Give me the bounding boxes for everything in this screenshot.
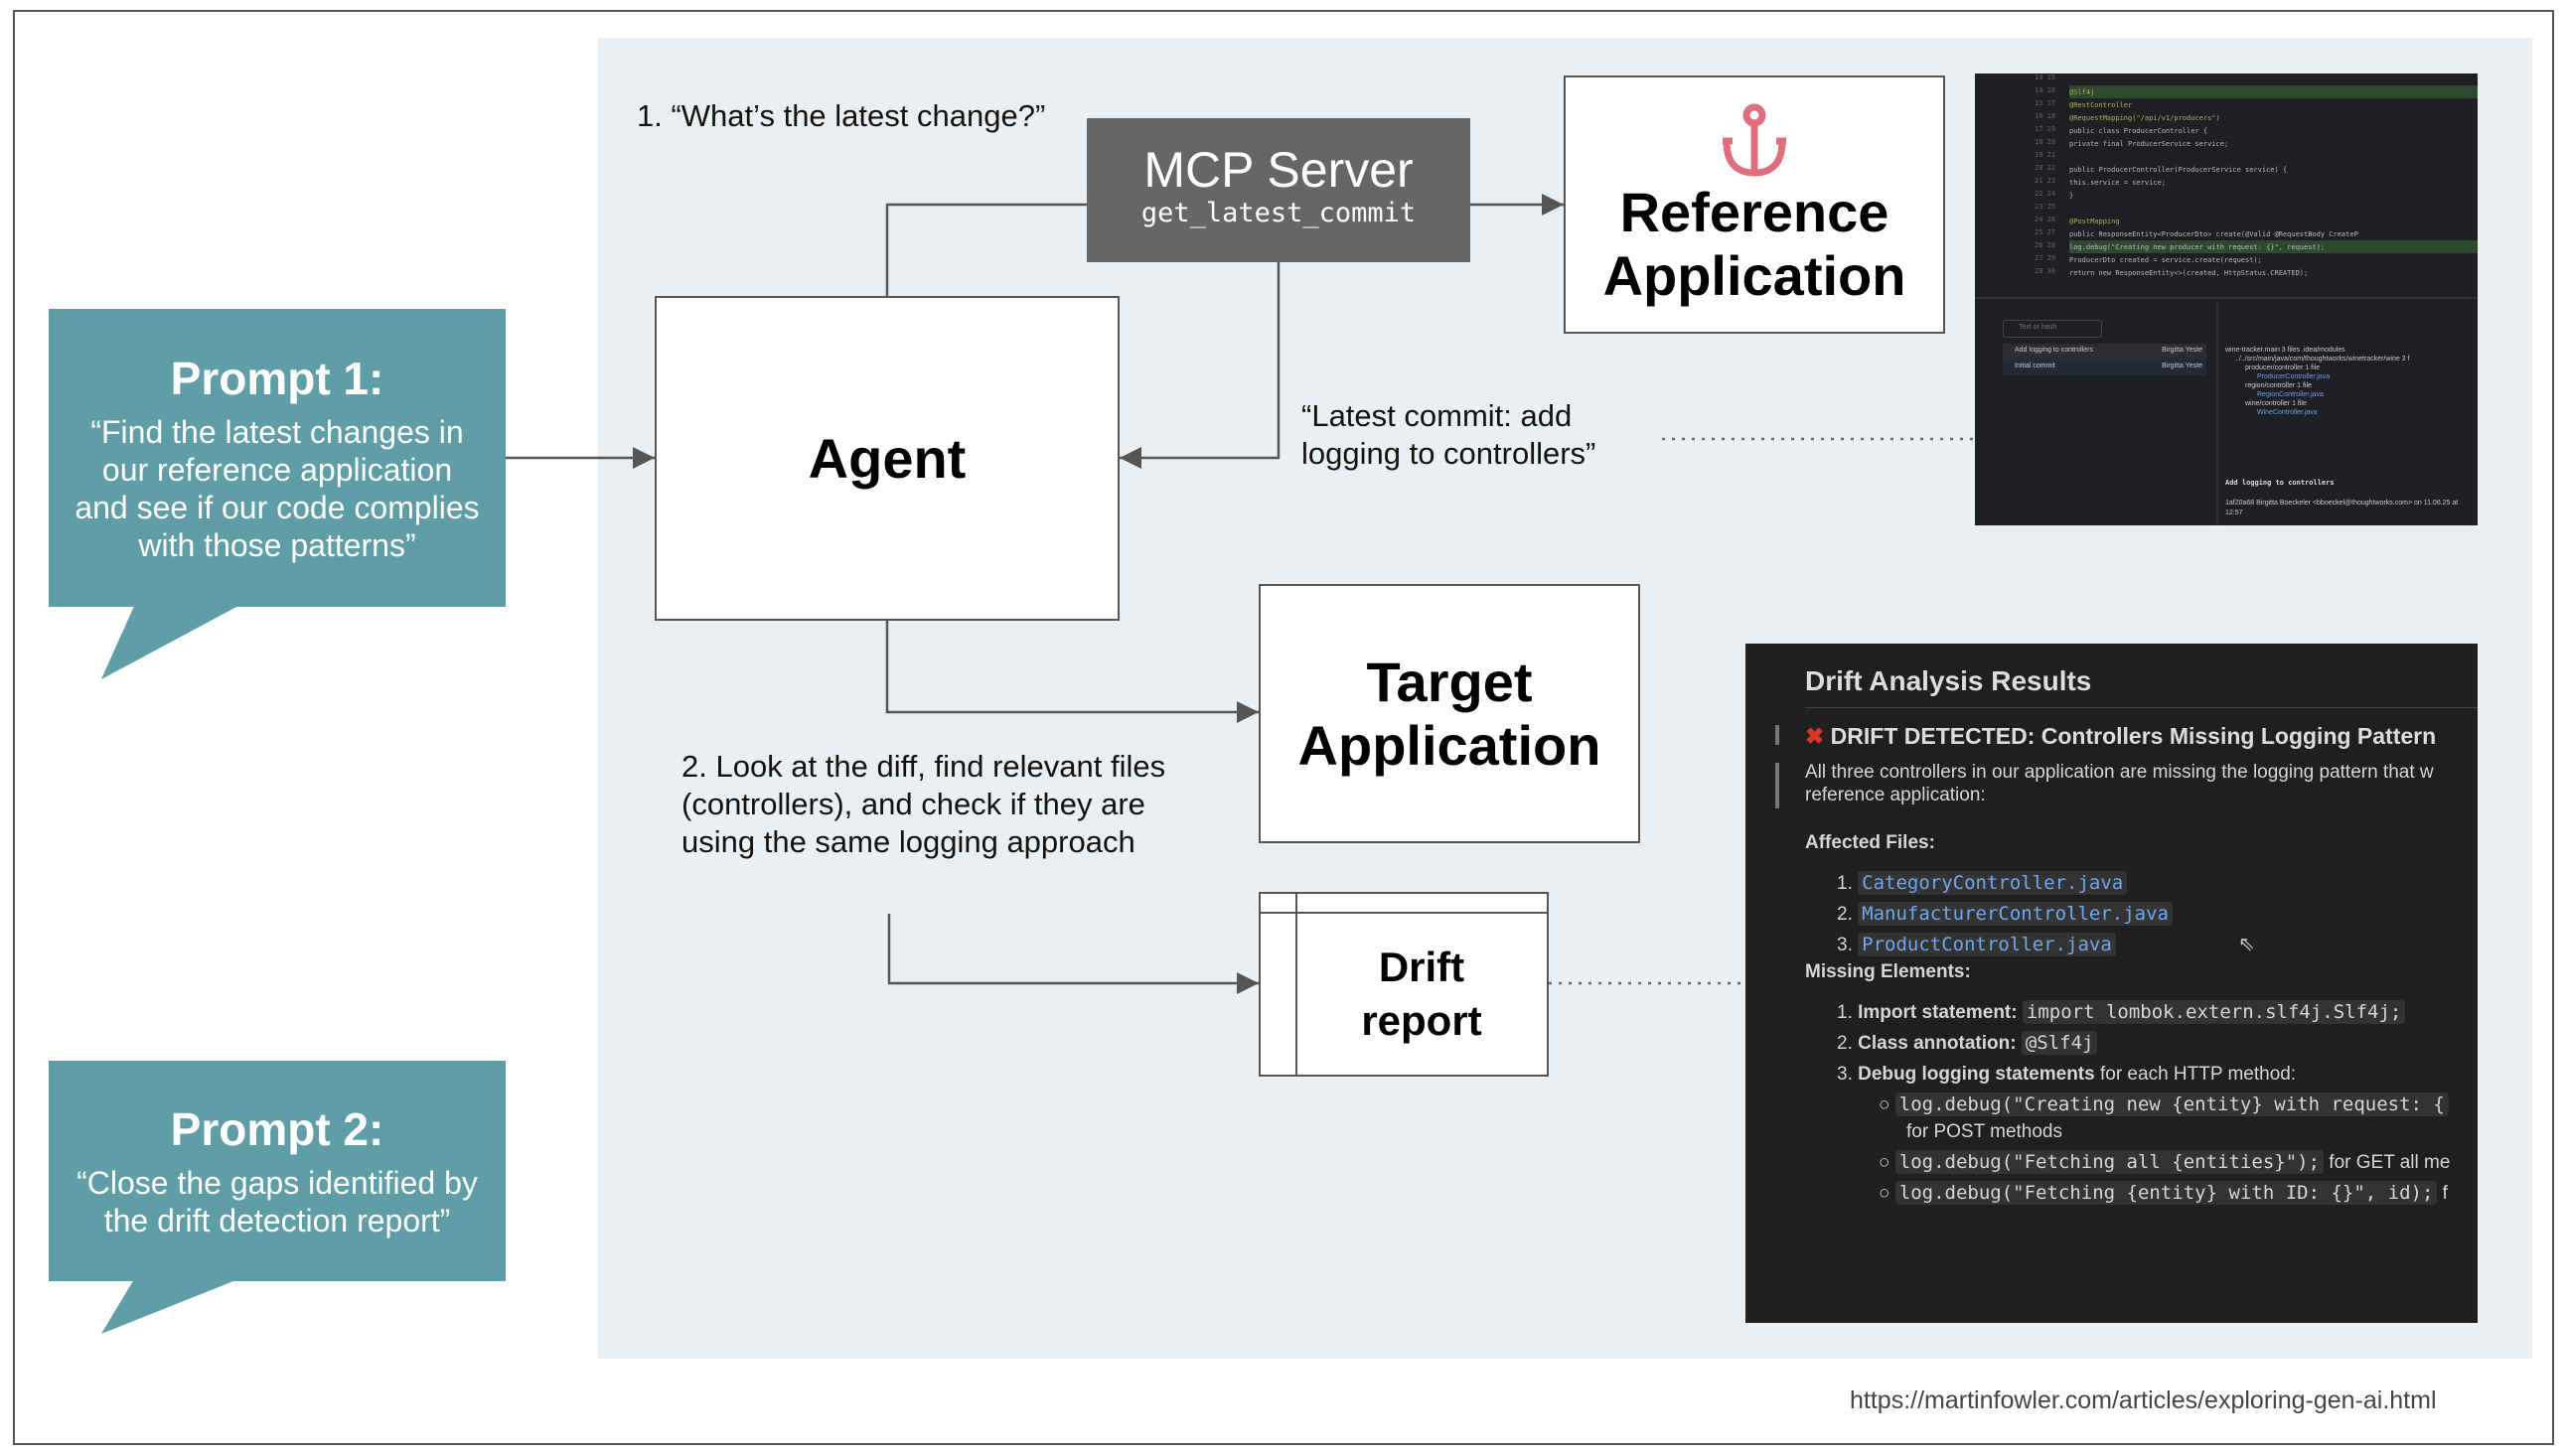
code-line: return new ResponseEntity<>(created, Htt… <box>2069 269 2309 277</box>
report-margin-line <box>1295 894 1297 1075</box>
line-number: 26 28 <box>2035 241 2056 249</box>
arrow-to-drift-report <box>887 914 1259 994</box>
step2-note: 2. Look at the diff, find relevant files… <box>681 749 1166 859</box>
affected-files-list: 1. CategoryController.java 2. Manufactur… <box>1837 868 2173 960</box>
line-number: 23 25 <box>2035 203 2056 211</box>
line-number: 24 26 <box>2035 216 2056 223</box>
code-line: log.debug("Creating new producer with re… <box>2069 243 2326 251</box>
line-number: 14 16 <box>2035 86 2056 94</box>
prompt2-bubble: Prompt 2: “Close the gaps identified by … <box>49 1061 506 1281</box>
code-line: private final ProducerService service; <box>2069 140 2229 148</box>
commit-search-input[interactable]: Text or hash <box>2003 320 2102 338</box>
file-item[interactable]: 3. ProductController.java <box>1837 930 2173 960</box>
source-url[interactable]: https://martinfowler.com/articles/explor… <box>1850 1386 2437 1414</box>
drift-alert: ✖ DRIFT DETECTED: Controllers Missing Lo… <box>1805 723 2437 749</box>
prompt1-tail <box>101 606 238 679</box>
changed-files-tree: wine-tracker.main 3 files .idea/modules.… <box>2225 346 2409 417</box>
report-header-line <box>1261 912 1547 914</box>
mcp-title: MCP Server <box>1143 142 1414 198</box>
drift-report-label: Drift report <box>1361 944 1482 1044</box>
tree-item[interactable]: wine/controller 1 file <box>2245 400 2307 407</box>
code-line: public class ProducerController { <box>2069 127 2208 135</box>
target-application-box: Target Application <box>1259 584 1640 843</box>
line-number: 25 27 <box>2035 228 2056 236</box>
prompt2-tail <box>101 1279 238 1334</box>
code-line: @RestController <box>2069 101 2133 109</box>
line-number: 27 29 <box>2035 254 2056 262</box>
agent-box: Agent <box>655 296 1120 621</box>
prompt2-body: “Close the gaps identified by the drift … <box>76 1165 478 1238</box>
code-line: @Slf4j <box>2069 88 2095 96</box>
arrow-mcp-agent <box>1120 262 1281 469</box>
step1-note: 1. “What’s the latest change?” <box>637 98 1046 133</box>
target-label: Target Application <box>1297 650 1601 777</box>
anchor-icon <box>1723 103 1786 177</box>
tree-item[interactable]: ../../src/main/java/com/thoughtworks/win… <box>2235 356 2410 363</box>
code-line: } <box>2069 192 2074 200</box>
line-number: 15 17 <box>2035 99 2056 107</box>
missing-elements-list: 1. Import statement: import lombok.exter… <box>1837 1000 2451 1205</box>
tree-item[interactable]: ProducerController.java <box>2257 373 2331 380</box>
line-number: 21 23 <box>2035 177 2056 185</box>
affected-heading: Affected Files: <box>1805 832 1935 853</box>
drift-report-box: Drift report <box>1259 892 1549 1077</box>
ide-screenshot: 13 15 14 16 @Slf4j 15 17 @RestController 16 1… <box>1975 73 2478 525</box>
code-line: this.service = service; <box>2069 179 2166 187</box>
line-number: 18 20 <box>2035 138 2056 146</box>
reference-application-box: Reference Application <box>1564 75 1945 334</box>
prompt2-title: Prompt 2: <box>170 1103 384 1155</box>
mouse-cursor-icon: ⇖ <box>2238 934 2255 955</box>
prompt1-title: Prompt 1: <box>170 353 384 404</box>
drift-title: Drift Analysis Results <box>1805 665 2092 696</box>
arrow-agent-target <box>885 621 1259 723</box>
line-number: 13 15 <box>2035 73 2056 81</box>
commit-note: “Latest commit: add logging to controlle… <box>1301 398 1596 471</box>
line-number: 19 21 <box>2035 151 2056 159</box>
commit-meta: 1af20a68 Birgitta Boeckeler <bboeckel@th… <box>2225 500 2459 516</box>
line-number: 20 22 <box>2035 164 2056 172</box>
tree-item[interactable]: producer/controller 1 file <box>2245 364 2321 371</box>
prompt1-bubble: Prompt 1: “Find the latest changes in ou… <box>49 309 506 607</box>
drift-summary: All three controllers in our application… <box>1805 762 2434 805</box>
line-number: 22 24 <box>2035 190 2056 198</box>
agent-label: Agent <box>808 427 967 490</box>
line-number: 16 18 <box>2035 112 2056 120</box>
code-line: @RequestMapping("/api/v1/producers") <box>2069 114 2220 122</box>
line-number: 28 30 <box>2035 267 2056 275</box>
prompt1-body: “Find the latest changes in our referenc… <box>75 414 480 563</box>
line-number: 17 19 <box>2035 125 2056 133</box>
code-line: @PostMapping <box>2069 218 2120 225</box>
frame-border <box>13 10 2554 1445</box>
reference-label: Reference Application <box>1602 181 1906 307</box>
line-agent-mcp <box>885 203 1087 296</box>
file-item[interactable]: 1. CategoryController.java <box>1837 868 2173 899</box>
tree-item[interactable]: WineController.java <box>2257 409 2318 416</box>
code-line: ProducerDto created = service.create(req… <box>2069 256 2262 264</box>
mcp-tool: get_latest_commit <box>1140 198 1417 228</box>
code-line: public ResponseEntity<ProducerDto> creat… <box>2069 230 2358 238</box>
mcp-server-box: MCP Server get_latest_commit <box>1087 118 1470 262</box>
code-line: public ProducerController(ProducerServic… <box>2069 166 2288 174</box>
file-item[interactable]: 2. ManufacturerController.java <box>1837 899 2173 930</box>
code-editor: 13 15 14 16 @Slf4j 15 17 @RestController 16 1… <box>1975 73 2478 297</box>
commit-title: Add logging to controllers <box>2225 479 2335 487</box>
tree-item[interactable]: region/controller 1 file <box>2245 382 2312 389</box>
drift-analysis-panel: Drift Analysis Results ✖ DRIFT DETECTED:… <box>1745 644 2478 1323</box>
missing-heading: Missing Elements: <box>1805 961 1971 982</box>
tree-item[interactable]: wine-tracker.main 3 files .idea/modules <box>2225 347 2345 354</box>
cross-icon: ✖ <box>1805 723 1825 749</box>
tree-item[interactable]: RegionController.java <box>2257 391 2324 398</box>
